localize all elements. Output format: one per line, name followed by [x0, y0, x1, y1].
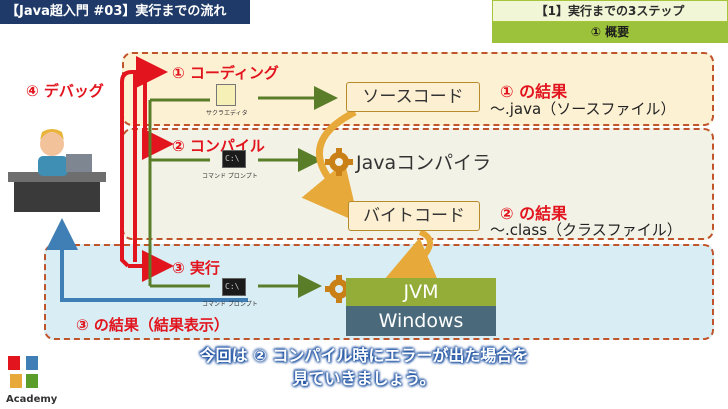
footer-message: 今回は ② コンパイル時にエラーが出た場合を 見ていきましょう。: [0, 344, 728, 390]
cmd-app-label: コマンド プロンプト: [202, 173, 258, 180]
result2-text: ～.class（クラスファイル）: [490, 221, 682, 239]
command-prompt-icon[interactable]: C:\: [222, 278, 246, 296]
run-orange-arrow: [384, 229, 439, 282]
windows-box: Windows: [346, 306, 496, 336]
cmd-app-label: コマンド プロンプト: [202, 301, 258, 308]
step-subtitle: ① 概要: [492, 22, 728, 43]
step-title: 【1】実行までの3ステップ: [492, 0, 728, 22]
source-code-box: ソースコード: [346, 82, 480, 112]
compile-orange-arrow: [301, 108, 359, 223]
command-prompt-icon[interactable]: C:\: [222, 150, 246, 168]
compiler-gear-icon: [325, 148, 353, 176]
coding-label: ① コーディング: [172, 64, 279, 82]
academy-logo-icon: [8, 356, 38, 388]
java-compiler-label: Javaコンパイラ: [356, 152, 492, 174]
execute-label: ③ 実行: [172, 259, 220, 277]
compile-label: ② コンパイル: [172, 137, 265, 155]
developer-icon: [8, 129, 106, 212]
footer-line1: 今回は ② コンパイル時にエラーが出た場合を: [199, 346, 529, 365]
academy-logo-text: Academy: [6, 394, 58, 405]
bytecode-box: バイトコード: [348, 201, 480, 231]
debug-label: ④ デバッグ: [26, 82, 104, 100]
result1-title: ① の結果: [500, 82, 568, 101]
result1-text: ～.java（ソースファイル）: [490, 100, 676, 118]
compile-red-arrow: [142, 82, 174, 160]
page-title: 【Java超入門 #03】実行までの流れ: [0, 0, 250, 24]
execute-result-label: ③ の結果（結果表示）: [76, 316, 229, 334]
debug-arrow: [120, 150, 130, 268]
debug-up-arrow: [120, 56, 168, 150]
result-blue-arrow: [46, 218, 248, 302]
editor-app-label: サクラエディタ: [206, 110, 248, 117]
result2-title: ② の結果: [500, 204, 568, 223]
runtime-gear-icon: [325, 275, 353, 303]
jvm-box: JVM: [346, 278, 496, 306]
footer-line2: 見ていきましょう。: [292, 369, 436, 388]
sakura-editor-icon[interactable]: [216, 84, 236, 106]
